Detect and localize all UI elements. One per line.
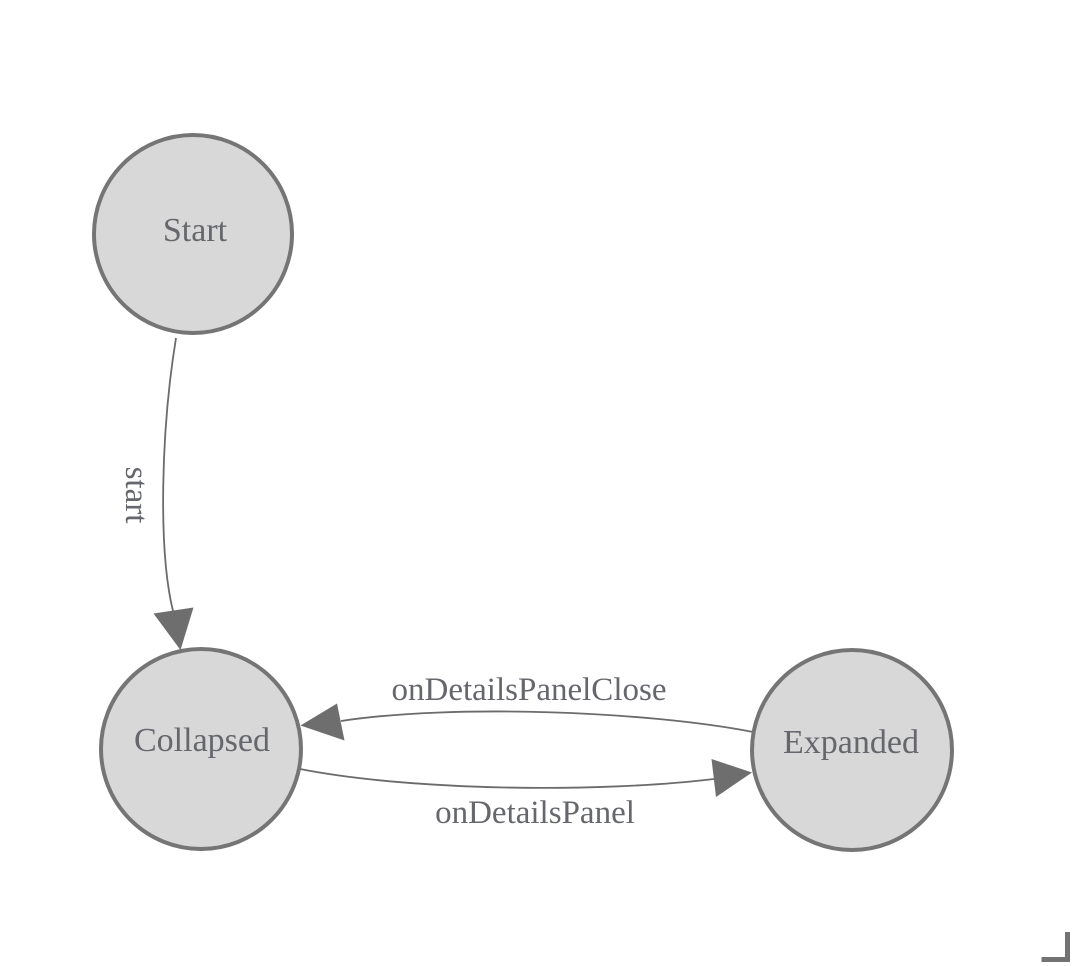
node-collapsed-label: Collapsed [134, 722, 270, 759]
resize-corner-handle[interactable] [1041, 932, 1070, 962]
node-expanded-label: Expanded [783, 724, 919, 761]
node-collapsed-circle[interactable] [99, 647, 303, 851]
arrowhead-right-icon [711, 759, 752, 797]
edge-path-ondetailspanel[interactable] [299, 768, 715, 789]
edge-label-start: start [118, 467, 154, 524]
edge-collapsed-to-expanded: onDetailsPanel [299, 759, 752, 831]
edge-start-to-collapsed: start [118, 337, 194, 650]
edge-label-ondetailspanelclose: onDetailsPanelClose [392, 672, 667, 708]
edge-label-ondetailspanel: onDetailsPanel [435, 795, 635, 831]
edge-path-start[interactable] [162, 337, 177, 612]
edge-expanded-to-collapsed: onDetailsPanelClose [300, 672, 754, 741]
node-start-label: Start [163, 212, 228, 249]
node-start: Start [92, 133, 294, 335]
node-expanded: Expanded [750, 648, 954, 852]
arrowhead-left-icon [300, 703, 345, 741]
arrowhead-down-icon [153, 607, 194, 650]
node-collapsed: Collapsed [99, 647, 303, 851]
edge-path-ondetailspanelclose[interactable] [340, 710, 754, 733]
node-start-circle[interactable] [92, 133, 294, 335]
node-expanded-circle[interactable] [750, 648, 954, 852]
